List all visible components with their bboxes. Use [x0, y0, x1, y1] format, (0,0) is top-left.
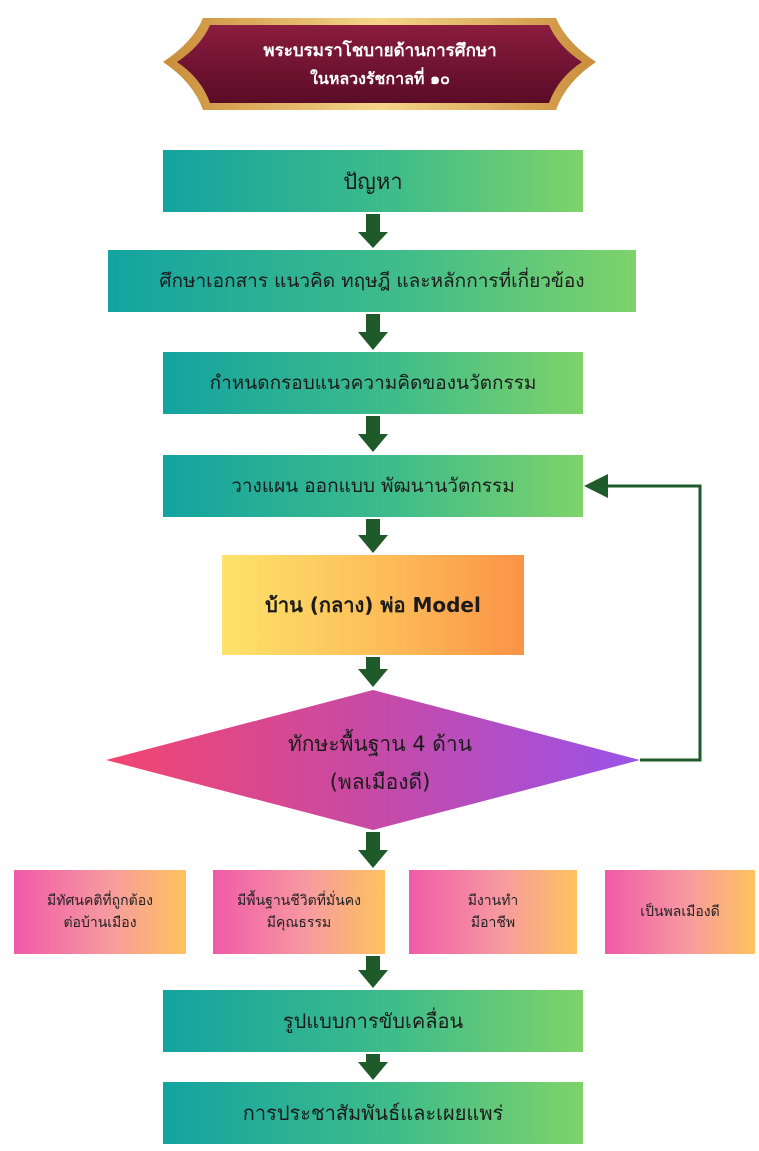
decision-label-line1: ทักษะพื้นฐาน 4 ด้าน [287, 732, 473, 756]
skill-box-line1: มีพื้นฐานชีวิตที่มั่นคง [237, 893, 361, 909]
step-drive: รูปแบบการขับเคลื่อน [163, 990, 583, 1052]
feedback-loop-arrow [584, 474, 702, 762]
skill-box-line2: มีอาชีพ [470, 915, 516, 931]
skill-box-line1: มีทัศนคติที่ถูกต้อง [47, 893, 153, 909]
step-publicize: การประชาสัมพันธ์และเผยแพร่ [163, 1082, 583, 1144]
arrow-down-8 [358, 1054, 388, 1080]
step-model-label: บ้าน (กลาง) พ่อ Model [265, 593, 481, 617]
step-study-label: ศึกษาเอกสาร แนวคิด ทฤษฎี และหลักการที่เก… [159, 270, 585, 292]
flow-arrows [358, 214, 388, 1080]
skill-box-stable-life: มีพื้นฐานชีวิตที่มั่นคง มีคุณธรรม [213, 870, 385, 954]
skill-box-line1: เป็นพลเมืองดี [640, 904, 720, 920]
step-drive-label: รูปแบบการขับเคลื่อน [282, 1009, 464, 1033]
banner-background [177, 25, 582, 103]
decision-label: ทักษะพื้นฐาน 4 ด้าน (พลเมืองดี) [240, 725, 520, 801]
step-study: ศึกษาเอกสาร แนวคิด ทฤษฎี และหลักการที่เก… [108, 250, 636, 312]
step-plan: วางแผน ออกแบบ พัฒนานวัตกรรม [163, 455, 583, 517]
arrow-down-5 [358, 657, 388, 687]
skill-box-employment: มีงานทำ มีอาชีพ [409, 870, 577, 954]
arrow-down-4 [358, 519, 388, 553]
step-problem: ปัญหา [163, 150, 583, 212]
skill-box-good-citizen: เป็นพลเมืองดี [605, 870, 755, 954]
banner-title-line2: ในหลวงรัชกาลที่ ๑๐ [310, 67, 450, 88]
banner-title-line1: พระบรมราโชบายด้านการศึกษา [263, 40, 496, 61]
arrow-down-6 [358, 832, 388, 868]
decision-diamond [106, 690, 640, 830]
skill-box-attitude: มีทัศนคติที่ถูกต้อง ต่อบ้านเมือง [14, 870, 186, 954]
arrow-down-3 [358, 416, 388, 452]
title-banner: พระบรมราโชบายด้านการศึกษา ในหลวงรัชกาลที… [163, 18, 596, 110]
step-framework-label: กำหนดกรอบแนวความคิดของนวัตกรรม [209, 372, 537, 394]
step-problem-label: ปัญหา [343, 169, 403, 195]
arrow-down-7 [358, 956, 388, 988]
arrow-down-2 [358, 314, 388, 350]
step-plan-label: วางแผน ออกแบบ พัฒนานวัตกรรม [231, 475, 515, 497]
skill-box-line2: ต่อบ้านเมือง [63, 915, 137, 931]
skill-box-line2: มีคุณธรรม [266, 915, 332, 931]
arrow-down-1 [358, 214, 388, 248]
step-model: บ้าน (กลาง) พ่อ Model [222, 555, 524, 655]
skill-box-line1: มีงานทำ [467, 893, 519, 909]
step-publicize-label: การประชาสัมพันธ์และเผยแพร่ [242, 1101, 504, 1125]
step-framework: กำหนดกรอบแนวความคิดของนวัตกรรม [163, 352, 583, 414]
decision-label-line2: (พลเมืองดี) [329, 770, 431, 794]
